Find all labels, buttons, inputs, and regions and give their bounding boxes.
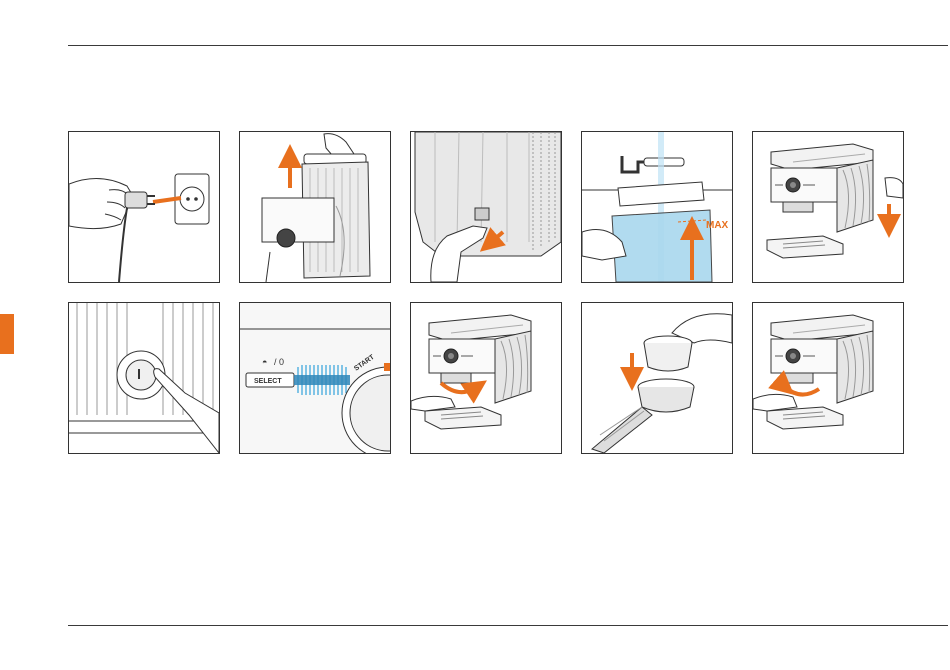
step-4-panel: MAX (581, 131, 733, 283)
step-7-panel: ◓ / 0 SELECT START (239, 302, 391, 454)
select-label: SELECT (254, 378, 282, 385)
attach-portafilter-icon (753, 303, 903, 453)
insert-water-tank-icon (753, 132, 903, 282)
remove-portafilter-icon (411, 303, 561, 453)
section-tab-marker (0, 314, 14, 354)
step-2-panel (239, 131, 391, 283)
step-10-panel (752, 302, 904, 454)
mode-label: / 0 (274, 357, 284, 367)
power-button-icon (69, 303, 219, 453)
step-1-panel (68, 131, 220, 283)
header-rule (68, 45, 948, 46)
fill-water-tank-icon: MAX (582, 132, 732, 282)
step-3-panel (410, 131, 562, 283)
lift-water-tank-icon (240, 132, 390, 282)
step-9-panel (581, 302, 733, 454)
max-label: MAX (706, 220, 729, 231)
plug-socket-icon (69, 132, 219, 282)
svg-text:◓: ◓ (262, 357, 267, 367)
select-button-icon: ◓ / 0 SELECT START (240, 303, 390, 453)
footer-rule (68, 625, 948, 626)
step-5-panel (752, 131, 904, 283)
open-tank-valve-icon (411, 132, 561, 282)
insert-filter-basket-icon (582, 303, 732, 453)
step-6-panel (68, 302, 220, 454)
step-8-panel (410, 302, 562, 454)
